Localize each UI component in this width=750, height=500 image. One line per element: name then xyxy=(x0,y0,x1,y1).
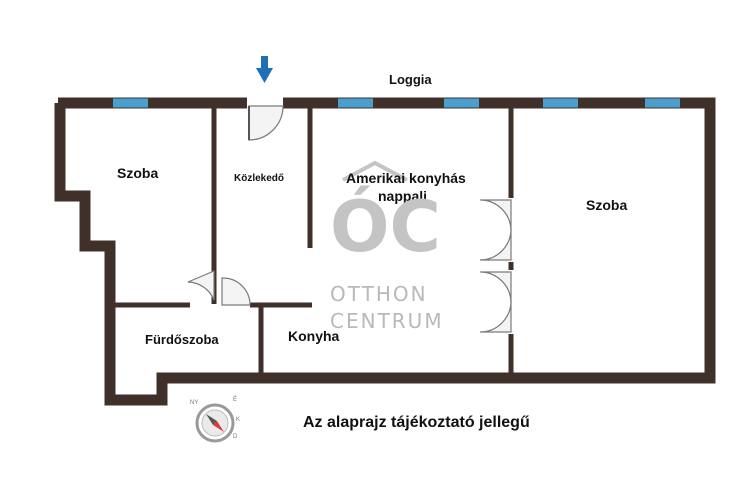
room-label-kozlekedo: Közlekedő xyxy=(234,173,285,184)
room-label-konyha: Konyha xyxy=(288,328,340,344)
room-label-nappali-line2: nappali xyxy=(378,188,428,204)
watermark-line1: OTTHON xyxy=(330,282,428,306)
room-label-loggia: Loggia xyxy=(389,72,432,87)
kitchen-door xyxy=(221,277,251,306)
watermark-line2: CENTRUM xyxy=(330,309,444,333)
windows xyxy=(113,98,680,108)
entrance-door xyxy=(248,105,284,141)
bathroom-door xyxy=(187,270,215,301)
compass-letter-e: K xyxy=(236,417,241,423)
window xyxy=(645,98,680,108)
doors xyxy=(187,105,512,333)
compass-letter-n: É xyxy=(233,397,238,403)
room-label-furdoszoba: Fürdőszoba xyxy=(145,332,219,347)
watermark-logo: ÓC xyxy=(330,186,441,268)
exterior-walls xyxy=(54,97,716,406)
entrance-arrow-icon xyxy=(256,56,273,83)
room-label-szoba-left: Szoba xyxy=(117,165,159,181)
window xyxy=(338,98,373,108)
double-door-upper-2 xyxy=(479,228,512,261)
room-label-nappali-line1: Amerikai konyhás xyxy=(346,170,466,186)
window xyxy=(543,98,578,108)
compass-letter-s: D xyxy=(233,434,238,440)
double-door-lower-2 xyxy=(479,300,512,333)
window xyxy=(113,98,148,108)
compass-letter-w: NY xyxy=(190,400,199,406)
watermark-roof-icon xyxy=(342,160,408,182)
double-door-lower xyxy=(479,271,512,304)
window xyxy=(444,98,479,108)
room-label-szoba-right: Szoba xyxy=(586,197,628,213)
double-door-upper xyxy=(479,199,512,232)
compass-icon xyxy=(195,403,235,443)
disclaimer-text: Az alaprajz tájékoztató jellegű xyxy=(303,414,530,431)
